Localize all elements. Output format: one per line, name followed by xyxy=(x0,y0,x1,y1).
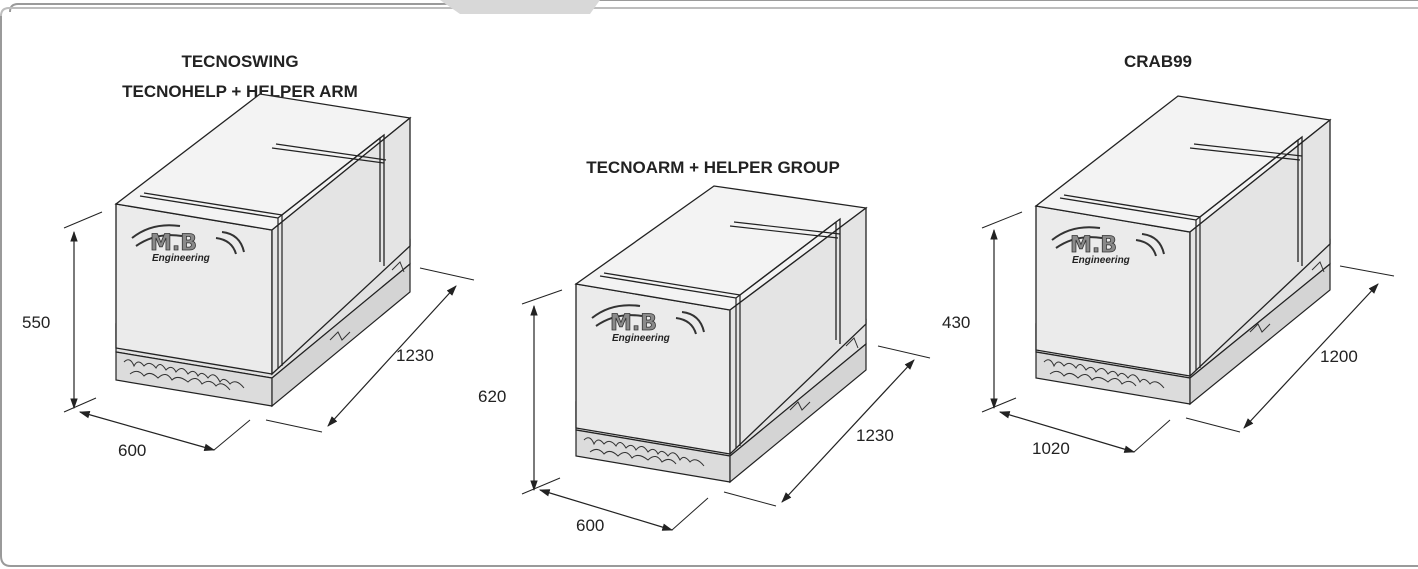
height-label: 550 xyxy=(22,313,50,332)
package-title-line-1: TECNOARM + HELPER GROUP xyxy=(586,158,840,177)
dimension-lines xyxy=(63,211,475,451)
package-crab99: CRAB99 M.B Engineering xyxy=(942,52,1395,458)
height-label: 430 xyxy=(942,313,970,332)
package-tecnoswing: TECNOSWING TECNOHELP + HELPER ARM M.B En… xyxy=(22,52,475,460)
brand-logo: M.B Engineering xyxy=(1051,226,1165,266)
logo-subtext: Engineering xyxy=(1072,255,1130,266)
width-label: 600 xyxy=(576,516,604,535)
logo-text: M.B xyxy=(150,231,197,256)
brand-logo: M.B Engineering xyxy=(131,224,245,264)
logo-subtext: Engineering xyxy=(152,253,210,264)
height-label: 620 xyxy=(478,387,506,406)
logo-text: M.B xyxy=(1070,233,1117,258)
dimension-lines xyxy=(981,211,1395,453)
package-tecnoarm: TECNOARM + HELPER GROUP M.B Engineering xyxy=(478,158,931,535)
brand-logo: M.B Engineering xyxy=(591,304,705,344)
dimension-lines xyxy=(521,289,931,531)
length-label: 1230 xyxy=(856,426,894,445)
logo-subtext: Engineering xyxy=(612,333,670,344)
package-title-line-1: TECNOSWING xyxy=(181,52,298,71)
length-label: 1200 xyxy=(1320,347,1358,366)
package-title-line-1: CRAB99 xyxy=(1124,52,1192,71)
width-label: 600 xyxy=(118,441,146,460)
logo-text: M.B xyxy=(610,311,657,336)
package-title-line-2: TECNOHELP + HELPER ARM xyxy=(122,82,358,101)
length-label: 1230 xyxy=(396,346,434,365)
width-label: 1020 xyxy=(1032,439,1070,458)
